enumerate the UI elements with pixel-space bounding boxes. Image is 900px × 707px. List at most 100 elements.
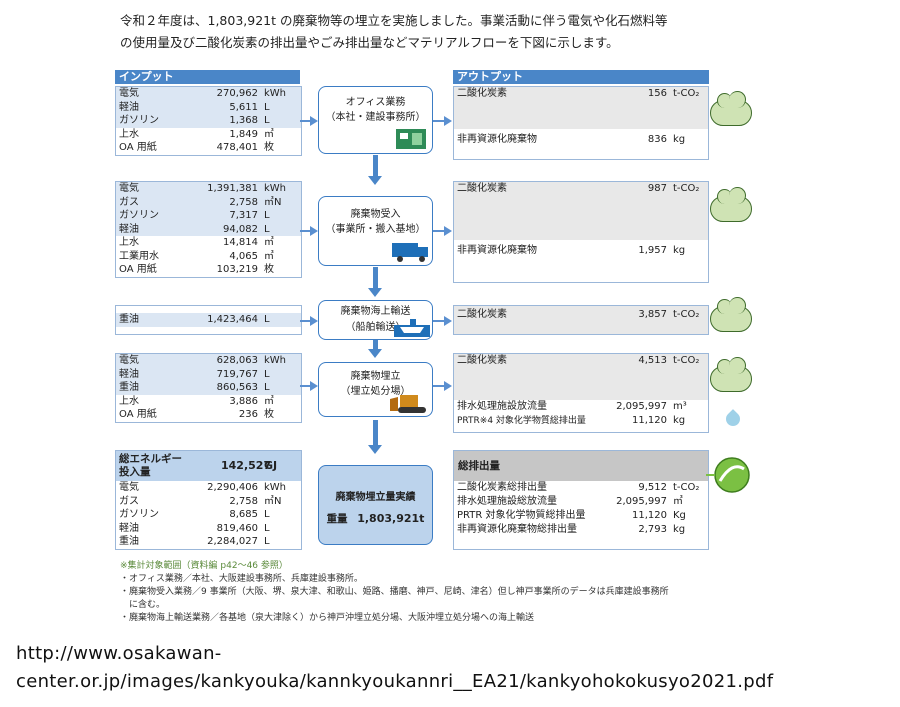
input-unit: 枚	[264, 142, 274, 153]
input-value: 860,563	[216, 382, 258, 393]
input-label: OA 用紙	[119, 264, 157, 275]
source-url-line-1: http://www.osakawan-	[16, 643, 222, 664]
flow-line	[373, 267, 378, 289]
arrow-right	[300, 226, 318, 236]
output-value: 9,512	[638, 482, 667, 493]
output-row: PRTR※4 対象化学物質総排出量 11,120 kg	[454, 414, 708, 428]
input-unit: kWh	[264, 88, 287, 99]
output-label: 二酸化炭素	[457, 88, 507, 99]
output-label: 非再資源化廃棄物総排出量	[457, 524, 577, 535]
output-unit: kg	[673, 415, 686, 426]
process-subtitle: （事業所・搬入基地）	[325, 224, 426, 235]
co2-cloud-icon	[710, 357, 752, 392]
intro-line-2: の使用量及び二酸化炭素の排出量やごみ排出量などマテリアルフローを下図に示します。	[120, 35, 619, 50]
output-label: 排水処理施設放流量	[457, 401, 547, 412]
output-header: アウトプット	[453, 70, 709, 84]
source-url: http://www.osakawan- center.or.jp/images…	[16, 640, 773, 696]
input-value: 1,368	[229, 115, 258, 126]
input-value: 719,767	[216, 368, 258, 380]
input-label: 電気	[119, 482, 139, 493]
output-value: 987	[647, 183, 667, 194]
intro-text: 令和２年度は、1,803,921t の廃棄物等の埋立を実施しました。事業活動に伴…	[120, 10, 668, 54]
input-unit: L	[264, 101, 270, 113]
input-label: 軽油	[119, 101, 139, 113]
input-unit: ㎥N	[264, 196, 282, 208]
input-label: 電気	[119, 183, 139, 194]
input-label: 工業用水	[119, 250, 159, 262]
input-label: ガス	[119, 196, 139, 208]
input-unit: L	[264, 115, 270, 126]
output-unit: kg	[673, 245, 686, 256]
input-unit: kWh	[264, 482, 287, 493]
input-value: 7,317	[229, 210, 258, 221]
output-label: 二酸化炭素	[457, 183, 507, 194]
input-value: 8,685	[229, 509, 258, 520]
input-label: 重油	[119, 382, 139, 393]
output-unit: t-CO₂	[673, 482, 700, 493]
input-header: インプット	[115, 70, 300, 84]
input-label: 上水	[119, 128, 139, 140]
co2-cloud-icon	[710, 297, 752, 332]
total-process-label: 重量	[326, 513, 348, 525]
output-unit: kg	[673, 524, 686, 535]
output-value: 11,120	[632, 415, 667, 426]
total-process-title: 廃棄物埋立量実績	[335, 492, 416, 503]
input-label: ガソリン	[119, 509, 159, 520]
bulldozer-icon	[390, 395, 426, 413]
input-value: 1,849	[229, 128, 258, 140]
output-value: 2,793	[638, 524, 667, 535]
process-reception: 廃棄物受入 （事業所・搬入基地）	[318, 196, 433, 266]
input-value: 1,391,381	[207, 183, 258, 194]
input-unit: 枚	[264, 264, 274, 275]
arrow-right	[433, 381, 452, 391]
output-label: 二酸化炭素	[457, 355, 507, 366]
water-drop-icon	[723, 409, 743, 429]
output-unit: t-CO₂	[673, 88, 700, 99]
input-unit: L	[264, 509, 270, 520]
process-title: オフィス業務	[345, 97, 406, 108]
output-value: 1,957	[638, 245, 667, 256]
output-unit: t-CO₂	[673, 355, 700, 366]
process-transport: 廃棄物海上輸送 （船舶輸送）	[318, 300, 433, 340]
output-value: 2,095,997	[616, 496, 667, 507]
input-label: ガソリン	[119, 115, 159, 126]
input-label: 軽油	[119, 368, 139, 380]
process-title: 廃棄物海上輸送	[340, 306, 411, 317]
arrow-right	[300, 116, 318, 126]
input-value: 2,758	[229, 495, 258, 507]
output-value: 156	[647, 88, 667, 99]
output-label: 非再資源化廃棄物	[457, 134, 537, 145]
flow-arrow	[368, 349, 382, 358]
total-input-unit: GJ	[264, 459, 278, 472]
total-process-value: 1,803,921t	[357, 512, 425, 525]
process-title: 廃棄物受入	[350, 209, 401, 220]
input-value: 2,284,027	[207, 536, 258, 547]
output-row: 二酸化炭素 156 t-CO₂	[454, 87, 708, 129]
process-title: 廃棄物埋立	[350, 371, 401, 382]
input-value: 819,460	[216, 522, 258, 534]
flow-line	[373, 420, 378, 446]
input-unit: L	[264, 314, 270, 325]
output-label: PRTR※4 対象化学物質総排出量	[457, 416, 586, 426]
output-unit: Kg	[673, 510, 686, 521]
